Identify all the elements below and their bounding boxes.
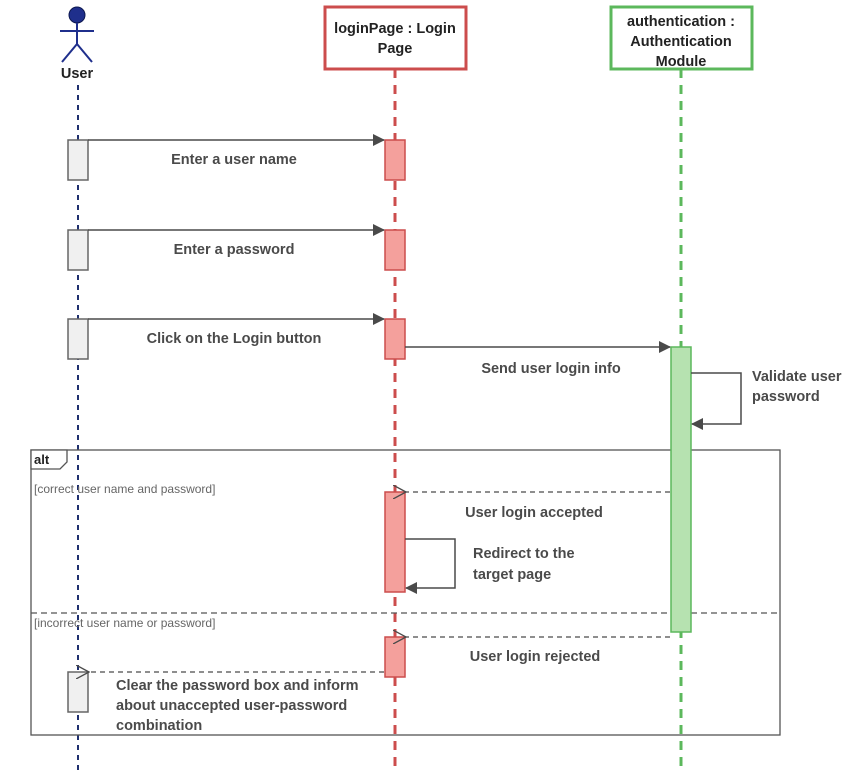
message-label: Click on the Login button — [147, 331, 322, 347]
alt-guard-correct: [correct user name and password] — [34, 482, 215, 496]
message-validate-password[interactable]: Validate user password — [691, 369, 842, 430]
message-label-line1: Redirect to the — [473, 546, 575, 562]
message-enter-username[interactable]: Enter a user name — [88, 134, 385, 168]
message-login-accepted[interactable]: User login accepted — [406, 492, 670, 521]
login-header-line2: Page — [378, 41, 413, 57]
message-label: Send user login info — [481, 361, 621, 377]
auth-header-box — [609, 5, 754, 71]
auth-activation-1 — [670, 346, 692, 633]
user-activation-1 — [67, 139, 89, 181]
login-activation-5 — [384, 636, 406, 678]
actor-leg-left — [61, 43, 78, 63]
auth-header-line2: Authentication — [630, 34, 732, 50]
user-activation-4 — [67, 671, 89, 713]
message-enter-password[interactable]: Enter a password — [88, 224, 385, 258]
message-label: Enter a user name — [171, 152, 297, 168]
message-arrow — [691, 372, 742, 430]
actor-label: User — [61, 66, 94, 82]
message-arrow — [405, 538, 456, 594]
message-label: Enter a password — [174, 242, 295, 258]
lifeline-header-auth[interactable]: authentication : Authentication Module — [609, 5, 754, 71]
login-activation-2 — [384, 229, 406, 271]
login-activation-4 — [384, 491, 406, 593]
actor-leg-right — [76, 43, 93, 63]
login-activation-3 — [384, 318, 406, 360]
user-activation-3 — [67, 318, 89, 360]
user-actor: User — [60, 6, 94, 82]
message-label-line2: target page — [473, 567, 551, 583]
user-activation-2 — [67, 229, 89, 271]
alt-fragment-frame — [30, 449, 781, 736]
message-login-rejected[interactable]: User login rejected — [406, 637, 670, 665]
auth-header-line3: Module — [656, 54, 707, 70]
alt-guard-incorrect: [incorrect user name or password] — [34, 616, 215, 630]
message-click-login[interactable]: Click on the Login button — [88, 313, 385, 347]
alt-fragment-tag — [30, 449, 68, 470]
lifeline-header-login[interactable]: loginPage : Login Page — [323, 5, 468, 71]
message-label: User login accepted — [465, 505, 603, 521]
actor-head — [68, 6, 86, 24]
message-label-line3: combination — [116, 718, 202, 734]
alt-fragment: alt [correct user name and password] [in… — [30, 449, 781, 736]
alt-operator-label: alt — [34, 452, 50, 467]
login-header-line1: loginPage : Login — [334, 21, 456, 37]
login-activation-1 — [384, 139, 406, 181]
message-label-line2: password — [752, 389, 820, 405]
message-send-login-info[interactable]: Send user login info — [405, 341, 671, 377]
message-label-line2: about unaccepted user-password — [116, 698, 347, 714]
login-header-box — [323, 5, 468, 71]
message-clear-password[interactable]: Clear the password box and inform about … — [89, 672, 384, 734]
message-label-line1: Validate user — [752, 369, 842, 385]
auth-header-line1: authentication : — [627, 14, 735, 30]
message-label: User login rejected — [470, 649, 601, 665]
message-redirect[interactable]: Redirect to the target page — [405, 538, 575, 594]
message-label-line1: Clear the password box and inform — [116, 678, 359, 694]
